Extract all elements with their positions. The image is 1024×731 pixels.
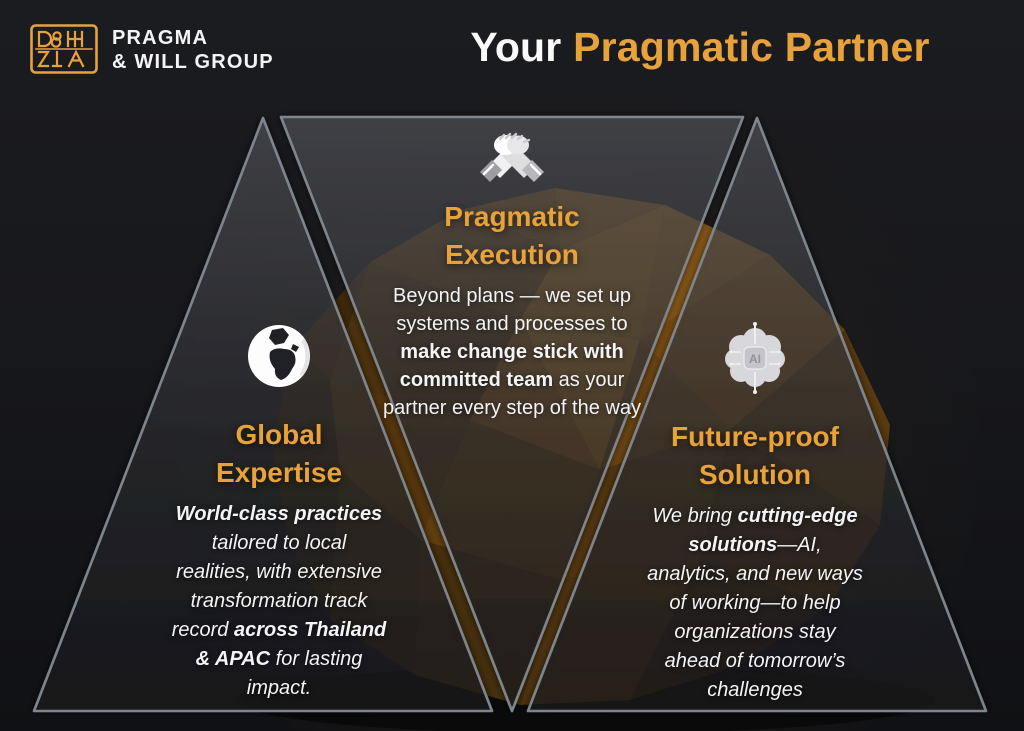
body-line: record across Thailand — [171, 619, 387, 641]
pragma-will-logo-icon — [30, 24, 98, 74]
brand-line2: & WILL GROUP — [112, 51, 274, 73]
ai-brain-icon: AI — [585, 320, 925, 396]
body-line: tailored to local — [211, 532, 347, 554]
panel-body: We bring cutting-edge solutions—AI, analyt… — [585, 502, 925, 705]
header: PRAGMA & WILL GROUP Your Pragmatic Partn… — [0, 0, 1024, 100]
panel-pragmatic-execution: Pragmatic Execution Beyond plans — we se… — [332, 128, 692, 422]
body-line: Beyond plans — we set up — [393, 285, 631, 307]
body-line: of working—to help — [669, 592, 841, 614]
ai-chip-label: AI — [749, 352, 761, 366]
page-title: Your Pragmatic Partner — [390, 22, 1010, 72]
panel-body: World-class practices tailored to local re… — [109, 500, 449, 703]
body-line: committed team as your — [399, 369, 625, 391]
body-line: World-class practices — [175, 503, 383, 525]
handshake-icon — [332, 128, 692, 188]
body-line: realities, with extensive — [176, 561, 382, 583]
panel-heading: Global Expertise — [109, 416, 449, 492]
heading-line: Solution — [699, 459, 811, 490]
body-line: systems and processes to — [396, 313, 628, 335]
heading-line: Expertise — [215, 457, 343, 488]
heading-line: Pragmatic — [444, 201, 580, 232]
panel-shape-right — [526, 116, 988, 713]
brand-line1: PRAGMA — [112, 27, 209, 49]
heading-line: Global — [235, 419, 323, 450]
body-line: & APAC for lasting — [195, 648, 363, 670]
body-line: partner every step of the way — [383, 397, 641, 419]
brand-name: PRAGMA & WILL GROUP — [112, 26, 274, 74]
title-highlight: Pragmatic Partner — [573, 24, 930, 70]
body-line: We bring cutting-edge — [652, 505, 858, 527]
body-line: impact. — [246, 677, 312, 699]
panel-global-expertise: Global Expertise World-class practices ta… — [109, 322, 449, 703]
panel-heading: Pragmatic Execution — [332, 198, 692, 274]
panel-shape-left — [32, 116, 494, 713]
panel-shape-center — [279, 115, 745, 713]
heading-line: Execution — [445, 239, 579, 270]
panel-future-proof-solution: AI Future-proof Solution We bring cuttin… — [585, 320, 925, 705]
body-line: transformation track — [190, 590, 368, 612]
panel-body: Beyond plans — we set up systems and proc… — [332, 282, 692, 422]
body-line: analytics, and new ways — [647, 563, 863, 585]
globe-icon — [109, 322, 449, 390]
body-line: ahead of tomorrow’s — [664, 650, 846, 672]
body-line: challenges — [707, 679, 803, 701]
panel-heading: Future-proof Solution — [585, 418, 925, 494]
title-prefix: Your — [470, 24, 574, 70]
body-line: make change stick with — [400, 341, 624, 363]
body-line: organizations stay — [674, 621, 836, 643]
heading-line: Future-proof — [671, 421, 839, 452]
body-line: solutions—AI, — [688, 534, 822, 556]
